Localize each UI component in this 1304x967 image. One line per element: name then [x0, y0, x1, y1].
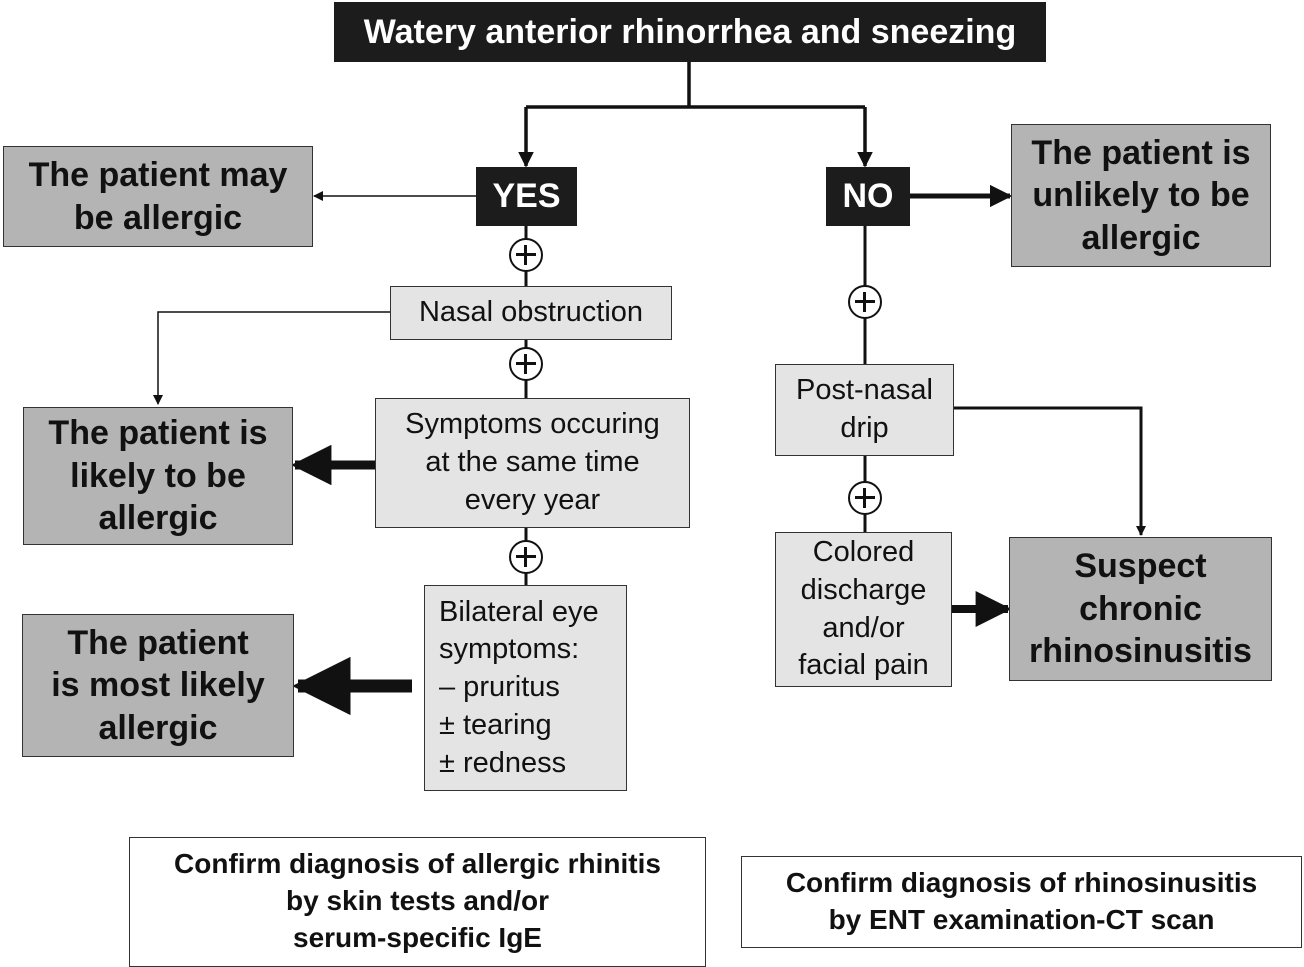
yes-text: YES — [492, 177, 561, 216]
step-line: Colored — [812, 536, 915, 569]
outcome-line: allergic — [98, 708, 218, 747]
root-symptom-box: Watery anterior rhinorrhea and sneezing — [334, 2, 1046, 62]
outcome-line: allergic — [1081, 218, 1201, 257]
outcome-suspect-rhinosinusitis: Suspect chronic rhinosinusitis — [1009, 537, 1272, 681]
outcome-line: likely to be — [70, 456, 246, 495]
confirm-line: by skin tests and/or — [286, 884, 549, 916]
outcome-line: Suspect — [1074, 547, 1207, 586]
step-line: discharge — [800, 573, 927, 606]
step-line: facial pain — [798, 649, 929, 682]
outcome-line: unlikely to be — [1032, 176, 1250, 215]
step-line: and/or — [822, 611, 905, 644]
outcome-line: The patient — [67, 623, 249, 662]
confirm-allergic-rhinitis: Confirm diagnosis of allergic rhinitis b… — [129, 837, 706, 967]
outcome-line: The patient is — [48, 414, 268, 453]
outcome-likely-allergic: The patient is likely to be allergic — [23, 407, 293, 545]
no-branch-label: NO — [826, 167, 910, 226]
plus-circle-icon — [509, 540, 543, 574]
confirm-line: by ENT examination-CT scan — [828, 904, 1215, 935]
no-text: NO — [842, 177, 894, 216]
plus-circle-icon — [848, 285, 882, 319]
step-bilateral-eye-symptoms: Bilateral eye symptoms: – pruritus ± tea… — [424, 585, 627, 791]
plus-circle-icon — [848, 481, 882, 515]
step-colored-discharge: Colored discharge and/or facial pain — [775, 532, 952, 687]
step-line: at the same time — [425, 446, 640, 479]
confirm-line: Confirm diagnosis of allergic rhinitis — [174, 848, 661, 879]
step-line: Symptoms occuring — [405, 408, 660, 441]
step-line: Bilateral eye — [439, 595, 599, 628]
confirm-line: serum-specific IgE — [293, 921, 542, 953]
outcome-line: allergic — [98, 499, 218, 538]
outcome-may-be-allergic: The patient may be allergic — [3, 146, 313, 247]
plus-circle-icon — [509, 238, 543, 272]
root-label: Watery anterior rhinorrhea and sneezing — [363, 12, 1017, 51]
outcome-line: is most likely — [51, 666, 265, 705]
step-line: ± tearing — [439, 708, 552, 741]
step-line: every year — [464, 483, 601, 516]
confirm-line: Confirm diagnosis of rhinosinusitis — [785, 867, 1258, 899]
yes-branch-label: YES — [476, 167, 577, 226]
step-line: symptoms: — [439, 633, 580, 666]
step-line: Nasal obstruction — [418, 296, 644, 329]
confirm-rhinosinusitis: Confirm diagnosis of rhinosinusitis by E… — [741, 856, 1302, 948]
outcome-line: The patient may — [28, 156, 288, 194]
outcome-line: rhinosinusitis — [1029, 632, 1252, 671]
step-line: ± redness — [439, 746, 567, 779]
step-line: Post-nasal — [795, 374, 933, 407]
step-line: – pruritus — [439, 671, 560, 704]
step-nasal-obstruction: Nasal obstruction — [390, 286, 672, 340]
outcome-line: The patient is — [1031, 133, 1251, 172]
outcome-unlikely-allergic: The patient is unlikely to be allergic — [1011, 124, 1271, 267]
outcome-most-likely-allergic: The patient is most likely allergic — [22, 614, 294, 757]
step-line: drip — [840, 412, 889, 444]
step-postnasal-drip: Post-nasal drip — [775, 364, 954, 456]
nasal-to-likely — [153, 311, 390, 405]
drip-to-suspect — [954, 406, 1146, 536]
plus-circle-icon — [509, 347, 543, 381]
outcome-line: chronic — [1079, 589, 1202, 628]
outcome-line: be allergic — [73, 198, 243, 237]
step-seasonal-symptoms: Symptoms occuring at the same time every… — [375, 398, 690, 528]
